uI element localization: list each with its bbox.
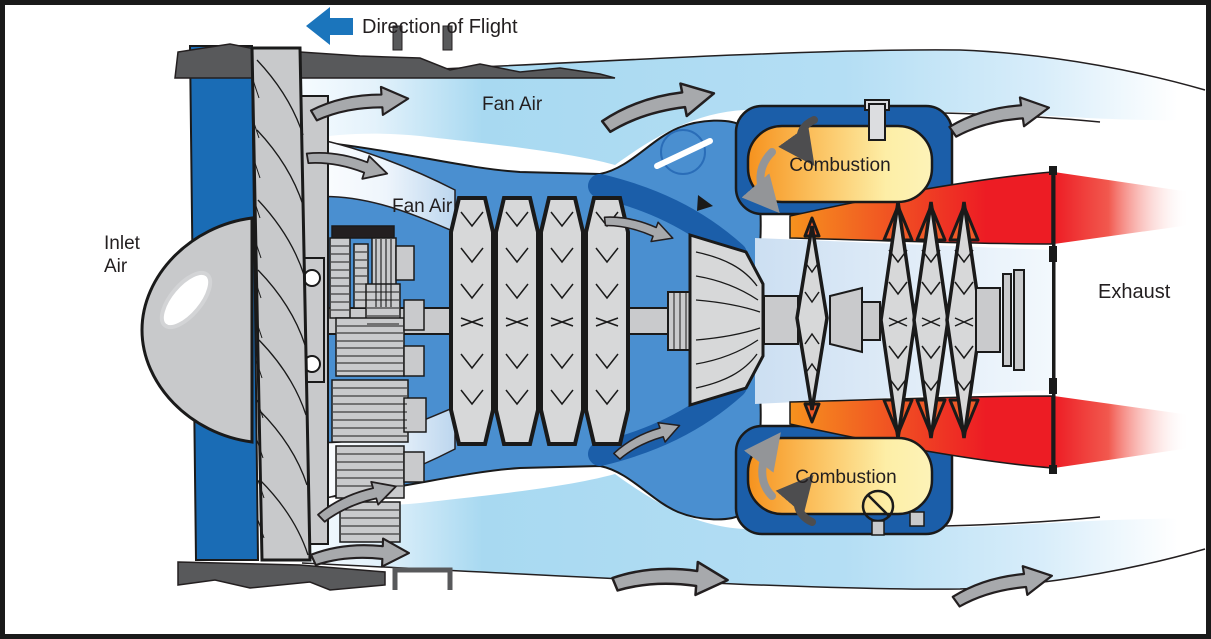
combustion-chamber-top: Combustion — [741, 99, 934, 214]
label-fan-air-core: Fan Air — [392, 196, 453, 217]
centrifugal-impeller — [688, 232, 765, 408]
exhaust-plume-top — [1054, 172, 1190, 244]
exhaust-nozzle-line — [1049, 166, 1057, 474]
front-bearing — [299, 257, 325, 383]
combustion-swirl-arrow-icon — [778, 116, 818, 166]
spinner-highlight — [159, 270, 213, 330]
label-fan-air-top: Fan Air — [482, 94, 543, 115]
combustion-recirculation-arrow-icon — [744, 432, 781, 500]
combustion-swirl-arrow-icon — [775, 474, 816, 526]
label-combustion-bottom: Combustion — [795, 467, 896, 488]
tail-hub — [975, 269, 1025, 371]
casing-port-circle — [660, 129, 706, 175]
svg-text:Air: Air — [104, 256, 128, 277]
fan-hub — [299, 95, 329, 545]
turbine-spacer — [763, 295, 799, 345]
compressor-disk — [449, 196, 495, 446]
turbine-disks — [879, 201, 983, 439]
nacelle-outline-lines — [301, 49, 1206, 590]
core-flow-arrowhead-icon — [697, 195, 713, 211]
spinner-cone — [140, 216, 254, 444]
flight-direction-arrow-icon — [306, 7, 353, 45]
direction-of-flight-group: Direction of Flight — [306, 7, 518, 45]
compressor-disk — [539, 196, 585, 446]
axial-compressor — [449, 196, 630, 446]
combustor-duct-top — [588, 174, 747, 266]
svg-text:Inlet: Inlet — [104, 233, 141, 254]
combustion-chamber-bottom: Combustion — [744, 432, 934, 536]
label-exhaust: Exhaust — [1098, 281, 1171, 303]
label-direction-of-flight: Direction of Flight — [362, 16, 518, 38]
compressor-disk — [584, 196, 630, 446]
accessory-gearbox — [329, 225, 427, 543]
fuel-injector-top — [864, 99, 890, 141]
probe-strut — [654, 138, 713, 169]
label-combustion-top: Combustion — [789, 155, 890, 176]
fuel-injector-bottom — [861, 489, 925, 536]
turbine-shaft-cone — [829, 286, 863, 354]
label-inlet-air: Inlet Air — [104, 233, 141, 277]
exhaust-plume-bottom — [1054, 396, 1190, 468]
combustion-recirculation-arrow-icon — [741, 148, 780, 214]
nacelle-bottom — [177, 561, 453, 591]
fan-blade — [250, 46, 312, 562]
turbine-section — [763, 201, 1025, 439]
compressor-disks — [449, 196, 630, 446]
turbine-disk-small — [795, 225, 829, 411]
compressor-disk — [494, 196, 540, 446]
